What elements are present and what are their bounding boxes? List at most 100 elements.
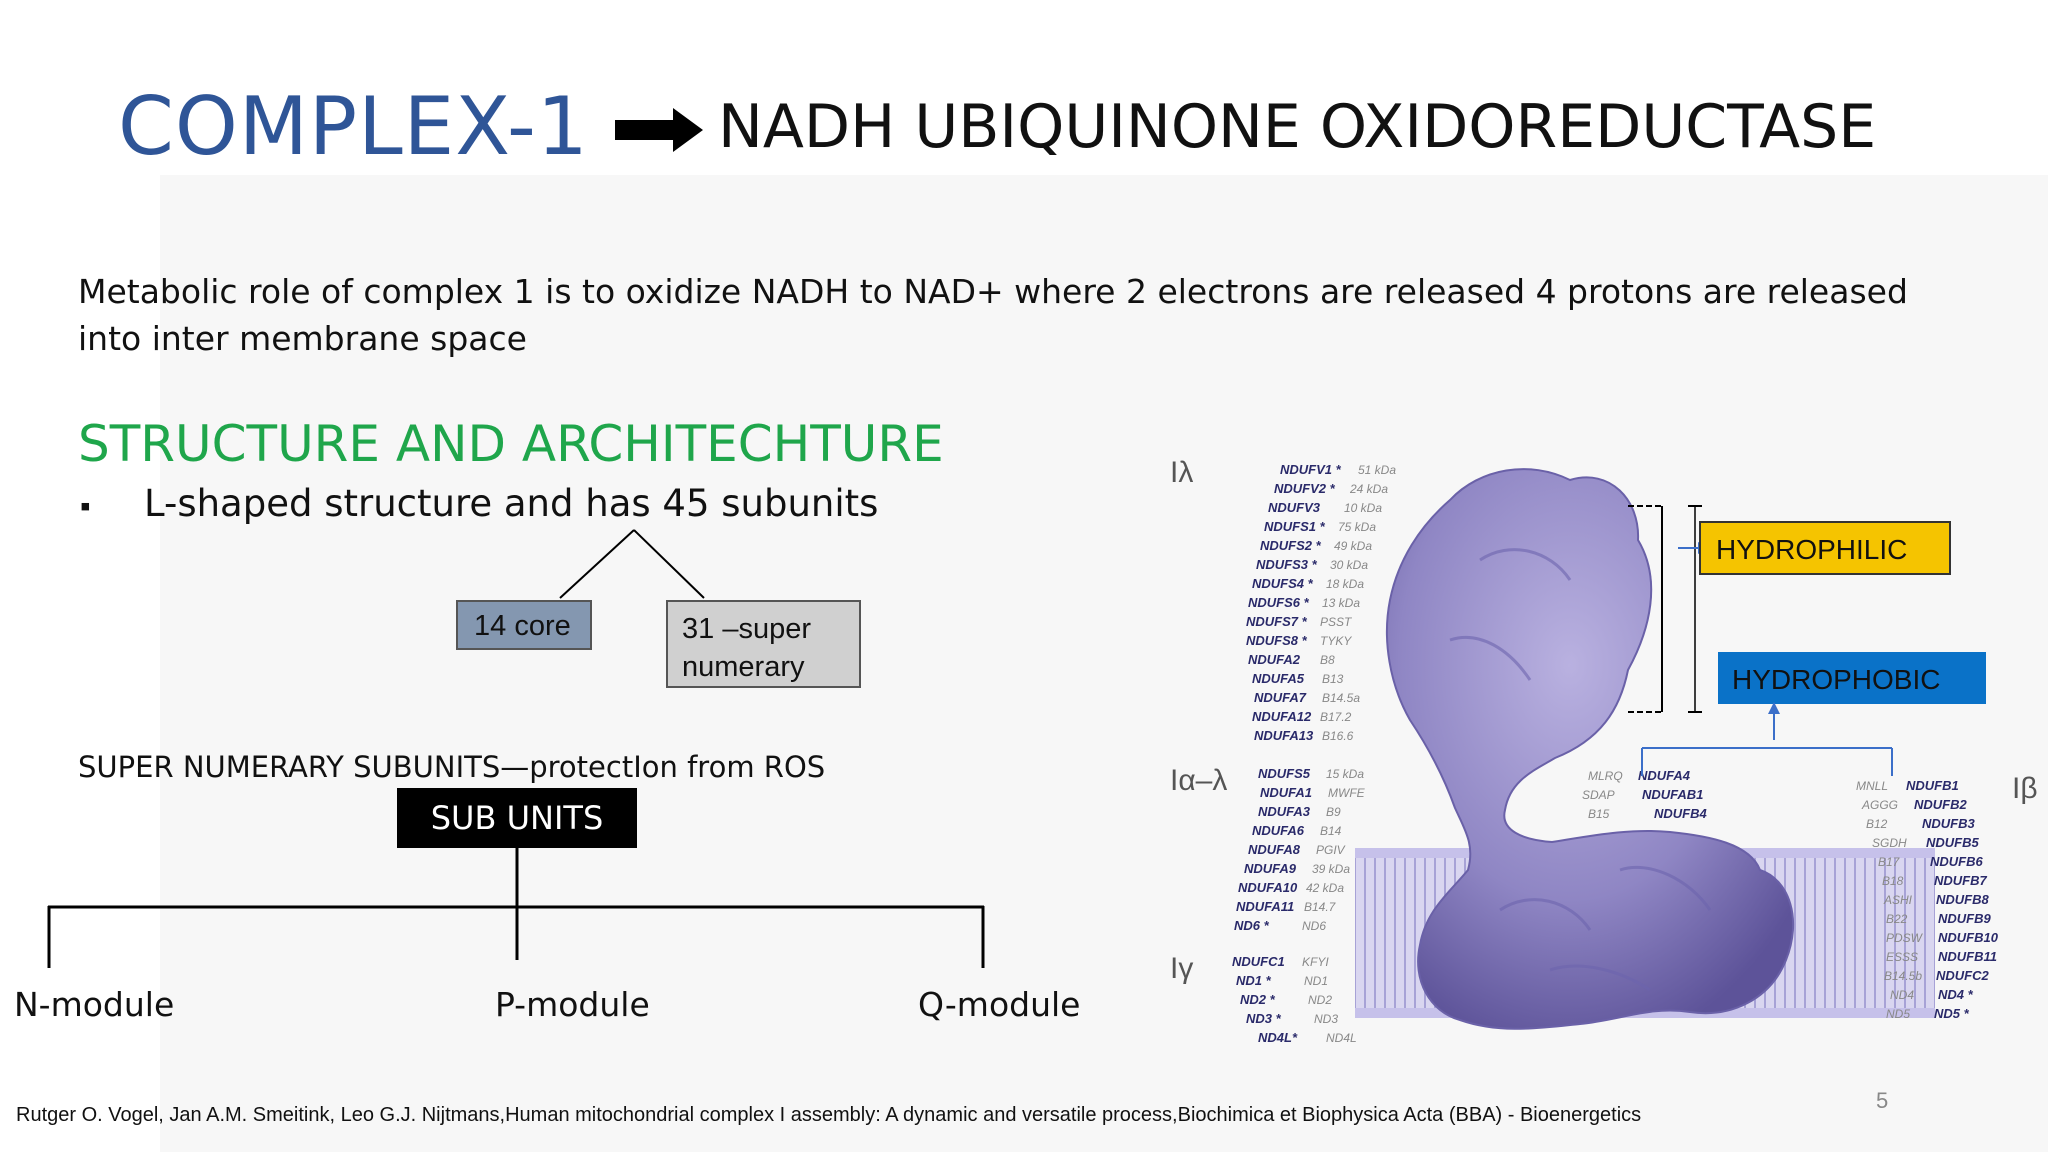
page-number: 5 bbox=[1876, 1088, 1889, 1113]
svg-text:NDUFAB1: NDUFAB1 bbox=[1642, 787, 1703, 802]
svg-text:NDUFS6 *: NDUFS6 * bbox=[1248, 595, 1310, 610]
sector-label-i-beta: Iβ bbox=[2012, 772, 2038, 805]
svg-text:B14.5a: B14.5a bbox=[1322, 691, 1360, 705]
svg-text:ND2 *: ND2 * bbox=[1240, 992, 1276, 1007]
svg-text:ASHI: ASHI bbox=[1883, 893, 1913, 907]
svg-text:NDUFA9: NDUFA9 bbox=[1244, 861, 1297, 876]
svg-text:NDUFS7 *: NDUFS7 * bbox=[1246, 614, 1308, 629]
svg-text:30 kDa: 30 kDa bbox=[1330, 558, 1368, 572]
svg-text:B9: B9 bbox=[1326, 805, 1341, 819]
slide-subtitle: NADH UBIQUINONE OXIDOREDUCTASE bbox=[718, 92, 1877, 162]
supernumerary-line-2: numerary bbox=[682, 651, 805, 683]
svg-text:ND6: ND6 bbox=[1302, 919, 1326, 933]
subunit-list-lambda: NDUFV1 * NDUFV2 * NDUFV3 NDUFS1 * NDUFS2… bbox=[1246, 462, 1342, 743]
svg-text:B17: B17 bbox=[1878, 855, 1901, 869]
svg-text:NDUFB7: NDUFB7 bbox=[1934, 873, 1987, 888]
svg-text:NDUFC1: NDUFC1 bbox=[1232, 954, 1285, 969]
svg-text:ND4 *: ND4 * bbox=[1938, 987, 1974, 1002]
subunits-box: SUB UNITS bbox=[397, 788, 637, 848]
subunit-aliases-alpha-lambda: 15 kDa MWFE B9 B14 PGIV 39 kDa 42 kDa B1… bbox=[1302, 767, 1366, 933]
svg-text:B13: B13 bbox=[1322, 672, 1344, 686]
hydrophobic-label: HYDROPHOBIC bbox=[1732, 664, 1940, 695]
svg-text:MNLL: MNLL bbox=[1856, 779, 1888, 793]
q-module-label: Q-module bbox=[918, 985, 1081, 1024]
supernumerary-subunits-box: 31 –super numerary bbox=[666, 600, 861, 688]
hydrophobic-connector bbox=[1641, 708, 1893, 776]
right-arrow-icon bbox=[615, 108, 703, 152]
svg-text:NDUFB10: NDUFB10 bbox=[1938, 930, 1999, 945]
svg-text:NDUFB6: NDUFB6 bbox=[1930, 854, 1983, 869]
p-module-label: P-module bbox=[495, 985, 650, 1024]
subunit-list-gamma: NDUFC1 ND1 * ND2 * ND3 * ND4L* bbox=[1232, 954, 1298, 1045]
svg-text:B17.2: B17.2 bbox=[1320, 710, 1352, 724]
svg-text:NDUFB9: NDUFB9 bbox=[1938, 911, 1991, 926]
svg-text:NDUFV2 *: NDUFV2 * bbox=[1274, 481, 1336, 496]
hydrophilic-box bbox=[1699, 521, 1951, 575]
svg-text:NDUFA4: NDUFA4 bbox=[1638, 768, 1691, 783]
bullet-marker: ▪ bbox=[80, 490, 91, 523]
complex-one-figure: Iλ Iα–λ Iγ Iβ NDUFV1 * NDUFV2 * NDUFV3 N… bbox=[1170, 456, 2038, 1045]
svg-text:NDUFA3: NDUFA3 bbox=[1258, 804, 1311, 819]
svg-text:ND1: ND1 bbox=[1304, 974, 1328, 988]
svg-text:TYKY: TYKY bbox=[1320, 634, 1352, 648]
svg-text:NDUFV3: NDUFV3 bbox=[1268, 500, 1321, 515]
svg-text:ND4: ND4 bbox=[1890, 988, 1914, 1002]
bullet-text: L-shaped structure and has 45 subunits bbox=[144, 482, 879, 525]
svg-text:ND5 *: ND5 * bbox=[1934, 1006, 1970, 1021]
svg-text:MWFE: MWFE bbox=[1328, 786, 1366, 800]
svg-text:NDUFB4: NDUFB4 bbox=[1654, 806, 1707, 821]
svg-text:NDUFS5: NDUFS5 bbox=[1258, 766, 1311, 781]
svg-text:ND3 *: ND3 * bbox=[1246, 1011, 1282, 1026]
subunit-aliases-gamma: KFYI ND1 ND2 ND3 ND4L bbox=[1302, 955, 1357, 1045]
citation: Rutger O. Vogel, Jan A.M. Smeitink, Leo … bbox=[16, 1104, 1642, 1126]
svg-text:SGDH: SGDH bbox=[1872, 836, 1907, 850]
svg-text:B14.7: B14.7 bbox=[1304, 900, 1337, 914]
svg-text:NDUFA7: NDUFA7 bbox=[1254, 690, 1307, 705]
svg-text:SDAP: SDAP bbox=[1582, 788, 1615, 802]
svg-text:NDUFS4 *: NDUFS4 * bbox=[1252, 576, 1314, 591]
hydrophilic-bracket bbox=[1628, 505, 1702, 713]
svg-text:ND4L: ND4L bbox=[1326, 1031, 1357, 1045]
svg-text:NDUFA1: NDUFA1 bbox=[1260, 785, 1312, 800]
intro-paragraph: Metabolic role of complex 1 is to oxidiz… bbox=[78, 272, 1908, 358]
svg-text:ND6 *: ND6 * bbox=[1234, 918, 1270, 933]
svg-text:B14.5b: B14.5b bbox=[1884, 969, 1922, 983]
svg-text:15 kDa: 15 kDa bbox=[1326, 767, 1364, 781]
svg-text:NDUFA11: NDUFA11 bbox=[1236, 899, 1294, 914]
svg-text:NDUFB5: NDUFB5 bbox=[1926, 835, 1979, 850]
slide-title: COMPLEX-1 bbox=[118, 80, 589, 173]
n-module-label: N-module bbox=[14, 985, 175, 1024]
subunit-aliases-lambda: 51 kDa 24 kDa 10 kDa 75 kDa 49 kDa 30 kD… bbox=[1320, 463, 1396, 743]
svg-text:ESSS: ESSS bbox=[1886, 950, 1918, 964]
svg-text:49 kDa: 49 kDa bbox=[1334, 539, 1372, 553]
protein-surface-texture bbox=[1449, 548, 1712, 992]
svg-text:MLRQ: MLRQ bbox=[1588, 769, 1623, 783]
svg-text:42 kDa: 42 kDa bbox=[1306, 881, 1344, 895]
svg-text:NDUFB11: NDUFB11 bbox=[1938, 949, 1997, 964]
sector-label-i-alpha-lambda: Iα–λ bbox=[1170, 764, 1227, 797]
sector-label-i-lambda: Iλ bbox=[1170, 456, 1193, 489]
subunit-list-alpha-lambda: NDUFS5 NDUFA1 NDUFA3 NDUFA6 NDUFA8 NDUFA… bbox=[1234, 766, 1312, 933]
svg-text:B8: B8 bbox=[1320, 653, 1335, 667]
subunit-list-middle: NDUFA4 NDUFAB1 NDUFB4 bbox=[1638, 768, 1707, 821]
svg-text:ND3: ND3 bbox=[1314, 1012, 1338, 1026]
svg-text:NDUFB2: NDUFB2 bbox=[1914, 797, 1967, 812]
svg-text:51 kDa: 51 kDa bbox=[1358, 463, 1396, 477]
svg-text:NDUFC2: NDUFC2 bbox=[1936, 968, 1989, 983]
svg-text:NDUFS3 *: NDUFS3 * bbox=[1256, 557, 1318, 572]
svg-text:NDUFA13: NDUFA13 bbox=[1254, 728, 1314, 743]
hydrophobic-box bbox=[1718, 652, 1986, 704]
svg-text:NDUFA6: NDUFA6 bbox=[1252, 823, 1305, 838]
svg-text:NDUFA10: NDUFA10 bbox=[1238, 880, 1298, 895]
svg-text:B12: B12 bbox=[1866, 817, 1888, 831]
svg-text:39 kDa: 39 kDa bbox=[1312, 862, 1350, 876]
svg-text:13 kDa: 13 kDa bbox=[1322, 596, 1360, 610]
supernumerary-line-1: 31 –super bbox=[682, 613, 811, 645]
svg-text:NDUFS1 *: NDUFS1 * bbox=[1264, 519, 1326, 534]
svg-text:KFYI: KFYI bbox=[1302, 955, 1329, 969]
svg-text:NDUFB8: NDUFB8 bbox=[1936, 892, 1989, 907]
svg-text:NDUFS8 *: NDUFS8 * bbox=[1246, 633, 1308, 648]
svg-text:AGGG: AGGG bbox=[1861, 798, 1898, 812]
svg-text:NDUFB1: NDUFB1 bbox=[1906, 778, 1959, 793]
